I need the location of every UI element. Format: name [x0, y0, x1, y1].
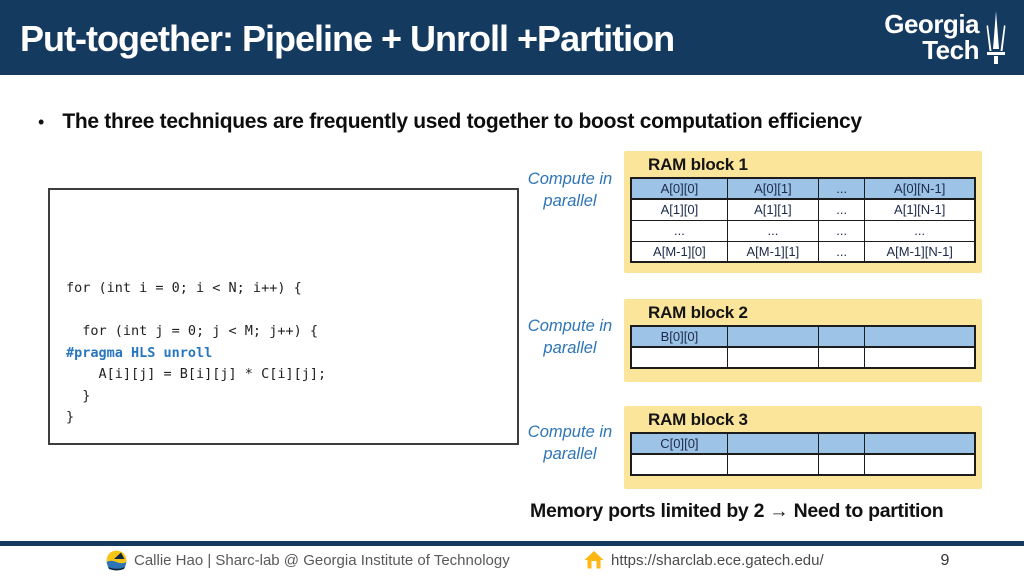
ram-cell: ...	[817, 240, 866, 263]
ram-cell: A[0][1]	[726, 177, 819, 200]
ram-cell: ...	[817, 198, 866, 221]
ram-cell: A[1][0]	[630, 198, 728, 221]
memory-ports-note: Memory ports limited by 2 → Need to part…	[530, 500, 944, 522]
ram-cell	[726, 346, 819, 369]
sharc-lab-logo-icon	[106, 550, 127, 571]
georgia-tech-logo: Georgia Tech	[884, 11, 1008, 65]
compute-parallel-label-2: Compute in parallel	[527, 317, 613, 357]
ram-cell	[817, 432, 866, 455]
table-row: A[1][0] A[1][1] ... A[1][N-1]	[630, 198, 976, 221]
code-block: for (int i = 0; i < N; i++) { for (int j…	[48, 188, 519, 445]
table-row: ... ... ... ...	[630, 219, 976, 242]
compute-parallel-label-3: Compute in parallel	[527, 423, 613, 463]
ram-cell	[726, 325, 819, 348]
ram-cell: A[M-1][0]	[630, 240, 728, 263]
ram-cell: A[0][0]	[630, 177, 728, 200]
bullet-text: The three techniques are frequently used…	[62, 110, 862, 133]
ram-block-2-title: RAM block 2	[648, 303, 748, 322]
ram-block-1-title: RAM block 1	[648, 155, 748, 174]
ram-cell	[864, 325, 976, 348]
compute-parallel-label-1: Compute in parallel	[527, 170, 613, 210]
code-line-pragma: #pragma HLS unroll	[66, 344, 213, 361]
ram-cell: A[M-1][N-1]	[864, 240, 976, 263]
ram-block-3-table: C[0][0]	[630, 432, 976, 476]
table-row: A[0][0] A[0][1] ... A[0][N-1]	[630, 177, 976, 200]
ram-block-3-panel: RAM block 3 C[0][0]	[624, 406, 982, 489]
footer-divider-bar	[0, 541, 1024, 546]
logo-line-2: Tech	[922, 35, 979, 65]
bullet-item: • The three techniques are frequently us…	[38, 108, 998, 136]
code-line: A[i][j] = B[i][j] * C[i][j];	[66, 366, 327, 382]
code-line: for (int i = 0; i < N; i++) {	[66, 280, 302, 296]
table-row: C[0][0]	[630, 432, 976, 455]
ram-cell: ...	[630, 219, 728, 242]
ram-cell: ...	[864, 219, 976, 242]
ram-cell	[864, 346, 976, 369]
slide-header: Put-together: Pipeline + Unroll +Partiti…	[0, 0, 1024, 75]
ram-cell: B[0][0]	[630, 325, 728, 348]
home-icon	[584, 551, 604, 569]
ram-cell	[726, 432, 819, 455]
georgia-tech-logo-text: Georgia Tech	[884, 11, 979, 63]
ram-block-1-panel: RAM block 1 A[0][0] A[0][1] ... A[0][N-1…	[624, 151, 982, 273]
code-line: }	[66, 409, 75, 425]
ram-block-2-table: B[0][0]	[630, 325, 976, 369]
tech-tower-icon	[986, 11, 1006, 64]
code-line: }	[66, 387, 91, 404]
ram-cell	[864, 453, 976, 476]
code-line	[66, 300, 517, 322]
ram-block-3-title: RAM block 3	[648, 410, 748, 429]
code-line: for (int j = 0; j < M; j++) {	[66, 323, 318, 339]
ram-cell	[864, 432, 976, 455]
ram-cell: A[M-1][1]	[726, 240, 819, 263]
ram-cell	[630, 346, 728, 369]
footer-author-text: Callie Hao | Sharc-lab @ Georgia Institu…	[134, 552, 510, 569]
ram-cell: A[1][1]	[726, 198, 819, 221]
ram-cell: A[1][N-1]	[864, 198, 976, 221]
ram-cell: ...	[817, 177, 866, 200]
ram-cell	[817, 325, 866, 348]
table-row: A[M-1][0] A[M-1][1] ... A[M-1][N-1]	[630, 240, 976, 263]
ram-cell	[630, 453, 728, 476]
ram-cell: A[0][N-1]	[864, 177, 976, 200]
ram-cell	[817, 453, 866, 476]
table-row	[630, 346, 976, 369]
table-row	[630, 453, 976, 476]
table-row: B[0][0]	[630, 325, 976, 348]
ram-block-1-table: A[0][0] A[0][1] ... A[0][N-1] A[1][0] A[…	[630, 177, 976, 263]
footer: Callie Hao | Sharc-lab @ Georgia Institu…	[0, 546, 1024, 576]
footer-url-link[interactable]: https://sharclab.ece.gatech.edu/	[611, 552, 824, 569]
ram-cell: C[0][0]	[630, 432, 728, 455]
ram-cell	[726, 453, 819, 476]
page-number: 9	[940, 552, 950, 569]
logo-line-1: Georgia	[884, 9, 979, 39]
ram-cell	[817, 346, 866, 369]
ram-cell: ...	[817, 219, 866, 242]
bullet-marker: •	[38, 112, 45, 132]
ram-block-2-panel: RAM block 2 B[0][0]	[624, 299, 982, 382]
ram-cell: ...	[726, 219, 819, 242]
page-title: Put-together: Pipeline + Unroll +Partiti…	[20, 18, 675, 59]
